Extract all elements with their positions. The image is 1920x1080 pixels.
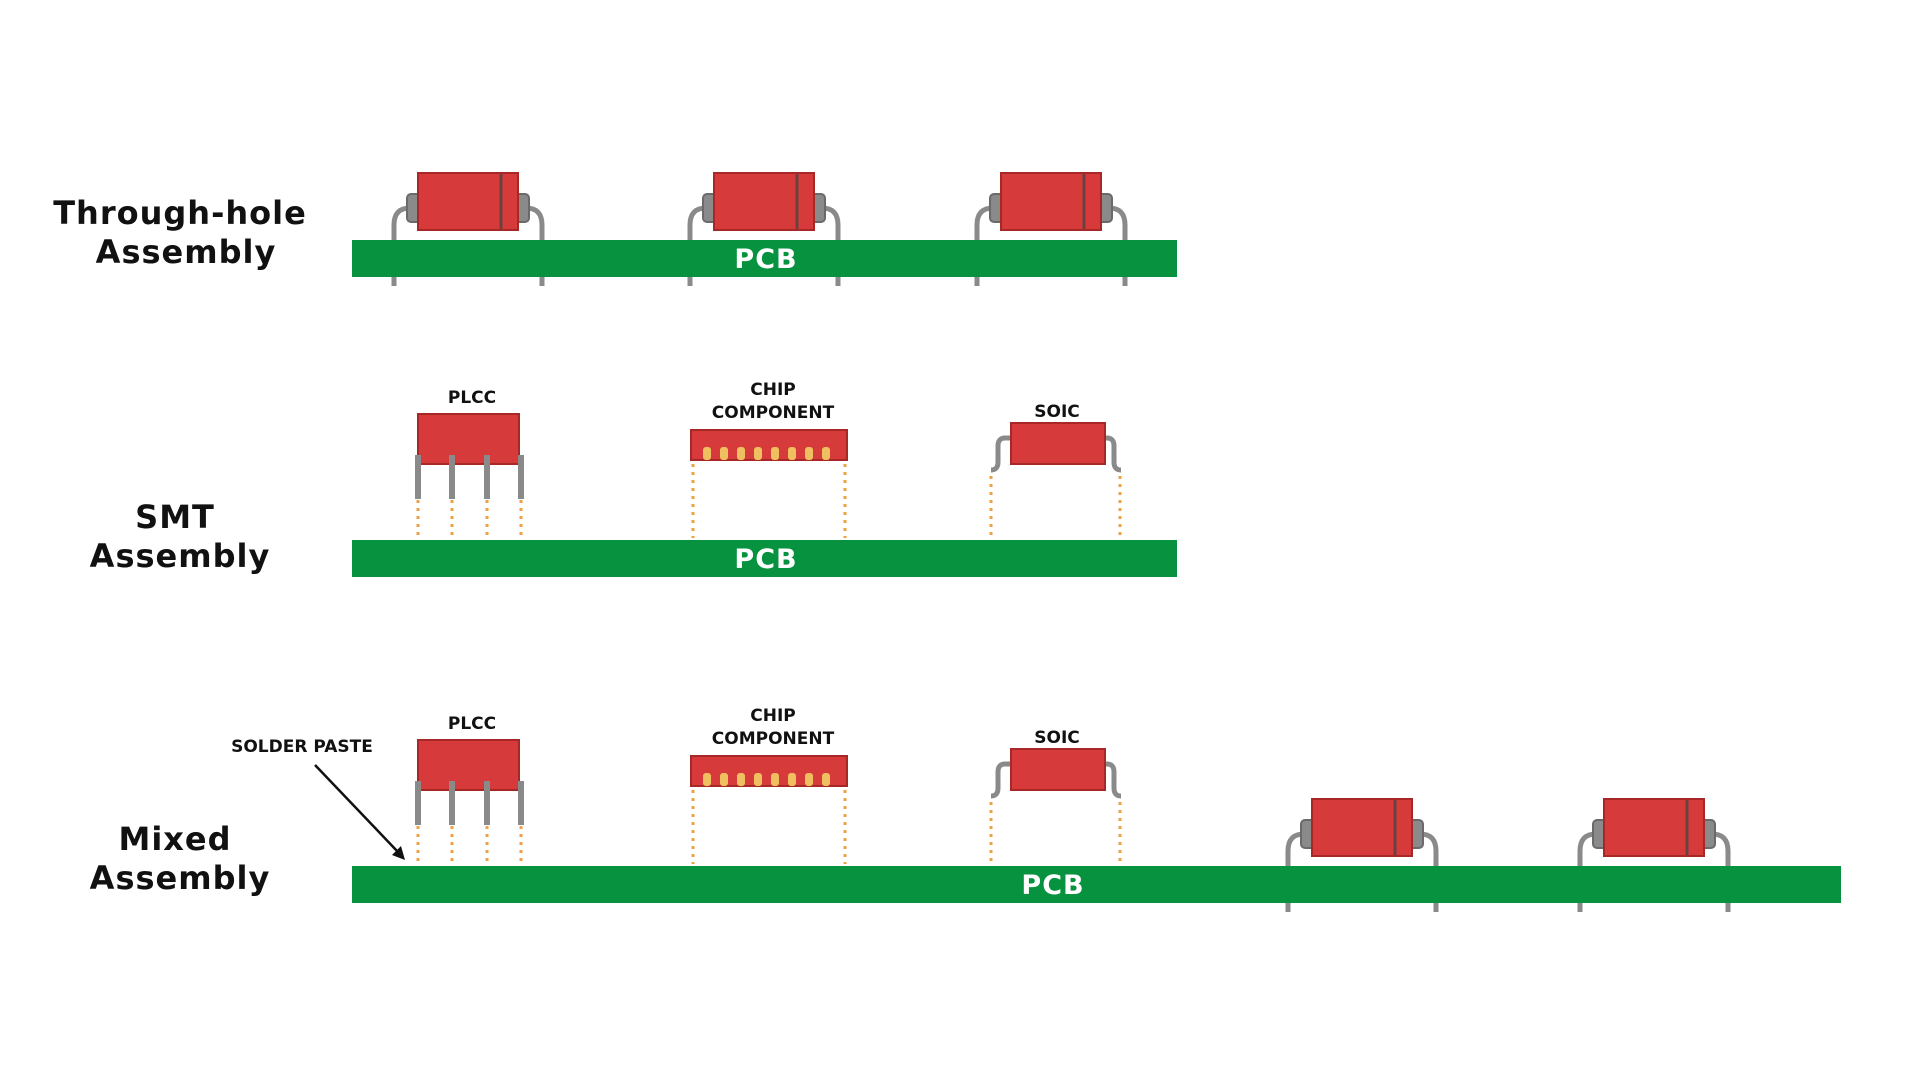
soic-component: [991, 749, 1121, 864]
arrow-head-icon: [392, 846, 405, 860]
row-smt: SMT Assembly PLCC CHIP COMPONENT SOIC PC…: [90, 380, 1177, 577]
soic-label: SOIC: [1034, 402, 1080, 422]
pcb-board: [352, 866, 1841, 903]
row-label-line1: Through-hole: [53, 194, 307, 232]
row-label-line2: Assembly: [90, 537, 271, 575]
chip-label-line1: CHIP: [750, 706, 796, 726]
row-label-line1: SMT: [135, 498, 215, 536]
pcb-board: [352, 240, 1177, 277]
plcc-label: PLCC: [448, 388, 496, 408]
pcb-label: PCB: [1021, 870, 1084, 901]
chip-label-line2: COMPONENT: [712, 729, 835, 749]
chip-label-line1: CHIP: [750, 380, 796, 400]
chip-component: [689, 754, 849, 866]
soic-label: SOIC: [1034, 728, 1080, 748]
row-through-hole: Through-hole Assembly PCB: [53, 173, 1177, 286]
chip-component: [689, 428, 849, 540]
row-label-line1: Mixed: [118, 820, 231, 858]
chip-label-line2: COMPONENT: [712, 403, 835, 423]
row-mixed: Mixed Assembly SOLDER PASTE PLCC CHIP CO…: [90, 706, 1841, 912]
plcc-label: PLCC: [448, 714, 496, 734]
solder-paste-label: SOLDER PASTE: [231, 737, 373, 757]
plcc-component: [413, 738, 526, 866]
pcb-label: PCB: [734, 244, 797, 275]
plcc-component: [413, 412, 526, 540]
row-label-line2: Assembly: [90, 859, 271, 897]
row-label-line2: Assembly: [96, 233, 277, 271]
solder-paste-arrow: [314, 764, 399, 853]
soic-component: [991, 423, 1121, 538]
pcb-board: [352, 540, 1177, 577]
pcb-label: PCB: [734, 544, 797, 575]
